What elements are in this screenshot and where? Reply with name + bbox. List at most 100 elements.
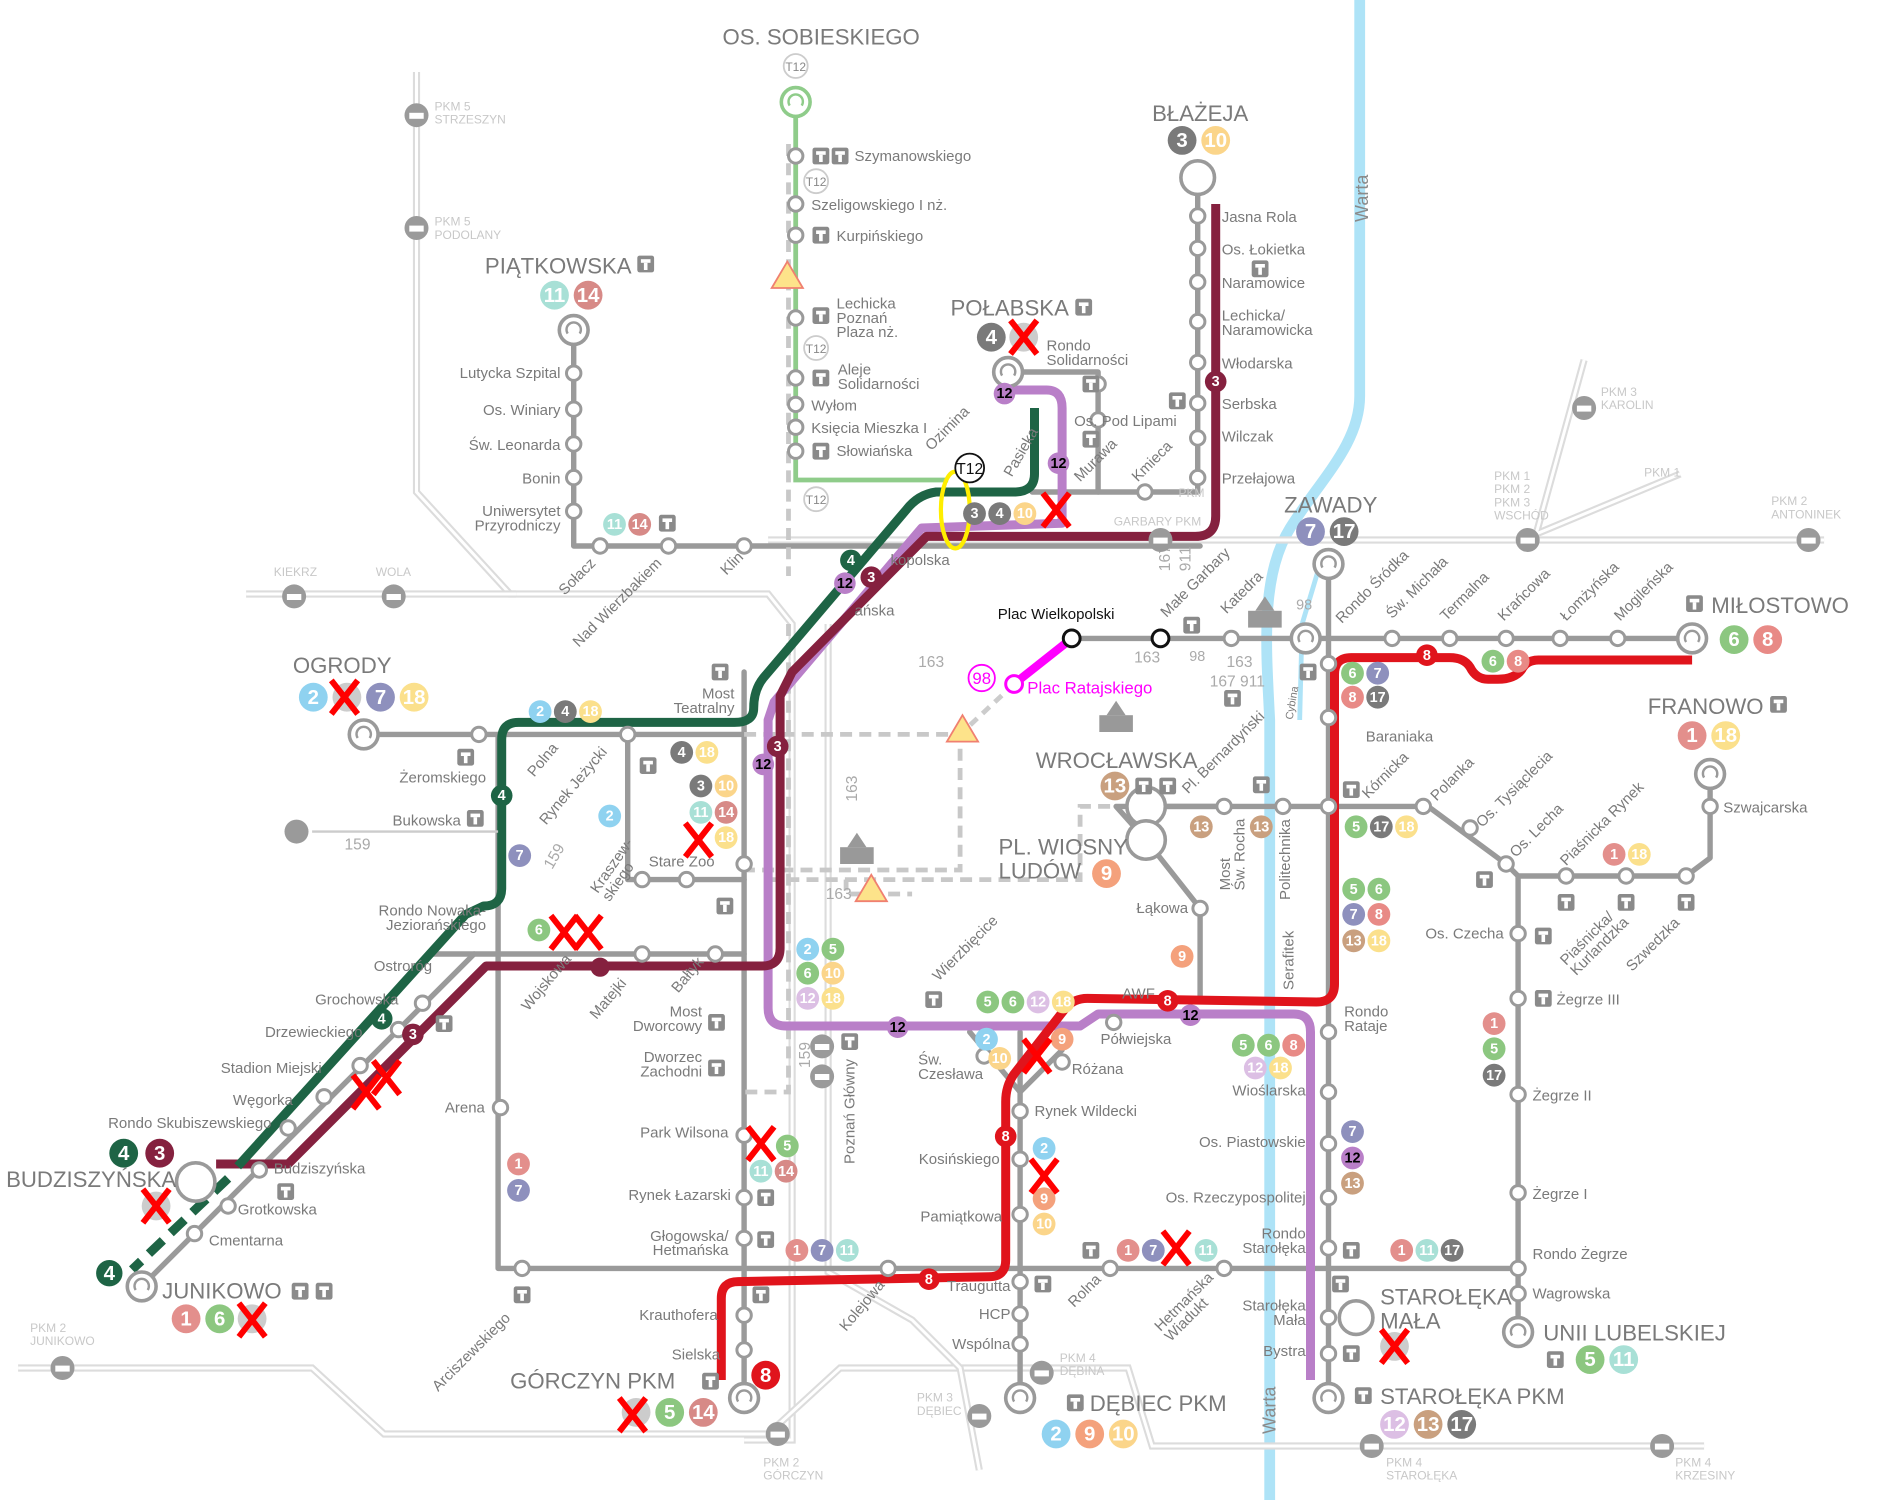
line-badge[interactable]: 14: [714, 801, 738, 824]
terminal-line-badge[interactable]: 12: [1380, 1410, 1409, 1439]
route-badge-line12[interactable]: 12: [886, 1016, 909, 1038]
line-badge[interactable]: 14: [628, 513, 652, 536]
line-badge[interactable]: 2: [598, 804, 622, 828]
route-badge-line3[interactable]: 3: [1204, 370, 1227, 393]
line-badge[interactable]: 8: [1506, 649, 1530, 673]
route-badge-line12[interactable]: 12: [993, 382, 1016, 405]
line-badge[interactable]: 17: [1366, 685, 1390, 709]
line-badge[interactable]: 9: [1032, 1187, 1056, 1211]
terminal-line-badge[interactable]: 3: [145, 1138, 175, 1168]
terminal-line-badge[interactable]: 10: [1201, 126, 1231, 155]
line-badge[interactable]: 13: [1341, 1171, 1364, 1195]
line-badge[interactable]: 11: [835, 1239, 859, 1262]
route-badge-line3[interactable]: 3: [860, 566, 883, 588]
line-badge[interactable]: 18: [695, 741, 719, 764]
line-badge[interactable]: 2: [528, 700, 552, 723]
terminal-line-badge[interactable]: 13: [1413, 1410, 1443, 1439]
line-badge[interactable]: 17: [1440, 1239, 1464, 1262]
line-badge[interactable]: 1: [1390, 1239, 1414, 1262]
terminal-line-badge[interactable]: 5: [655, 1398, 685, 1427]
terminal-line-badge[interactable]: 4: [109, 1138, 139, 1168]
line-badge[interactable]: 9: [1050, 1027, 1074, 1051]
terminal-line-badge[interactable]: 3: [1167, 126, 1197, 155]
line-badge[interactable]: 1: [507, 1152, 530, 1176]
line-badge[interactable]: 12: [1341, 1146, 1364, 1170]
line-badge[interactable]: 5: [775, 1134, 799, 1158]
route-badge-line8[interactable]: 8: [1156, 990, 1179, 1012]
terminal-line-badge[interactable]: 4: [976, 322, 1006, 352]
line-badge[interactable]: 10: [988, 1047, 1012, 1070]
terminal-line-badge[interactable]: 18: [399, 682, 429, 712]
terminal-line-badge[interactable]: 7: [366, 682, 395, 712]
terminal-line-badge[interactable]: 8: [751, 1360, 781, 1390]
terminal-line-badge[interactable]: 18: [1711, 721, 1741, 750]
terminal-line-badge[interactable]: 1: [1677, 721, 1707, 750]
route-badge-line8[interactable]: 8: [994, 1125, 1017, 1148]
line-badge[interactable]: 5: [1342, 877, 1366, 901]
line-badge[interactable]: 10: [1032, 1212, 1056, 1236]
line-badge[interactable]: 6: [796, 961, 820, 985]
line-badge[interactable]: 10: [714, 774, 738, 798]
route-badge-line4[interactable]: 4: [370, 1008, 393, 1030]
line-badge[interactable]: 6: [1257, 1033, 1280, 1057]
line-badge[interactable]: 5: [1344, 815, 1368, 839]
line-badge[interactable]: 6: [1001, 990, 1025, 1014]
terminal-line-badge[interactable]: 17: [1447, 1410, 1477, 1439]
line-badge[interactable]: 7: [508, 844, 532, 867]
line-badge[interactable]: 5: [976, 990, 1000, 1014]
line-badge[interactable]: 7: [1366, 661, 1390, 685]
line-badge[interactable]: 18: [1395, 815, 1418, 839]
line-badge[interactable]: 7: [1141, 1239, 1165, 1262]
line-badge[interactable]: 6: [1481, 649, 1505, 673]
line-badge[interactable]: 1: [1602, 843, 1626, 866]
route-badge-line12[interactable]: 12: [834, 572, 856, 594]
line-badge[interactable]: 1: [785, 1239, 809, 1262]
route-badge-line12[interactable]: 12: [752, 753, 775, 776]
line-badge[interactable]: 2: [796, 937, 820, 961]
line-badge[interactable]: 17: [1369, 815, 1393, 839]
line-badge[interactable]: 4: [553, 700, 577, 723]
route-badge-line8[interactable]: 8: [918, 1268, 940, 1290]
route-badge-line4[interactable]: 4: [96, 1260, 123, 1287]
line-badge[interactable]: 18: [1627, 843, 1651, 866]
line-badge[interactable]: 18: [579, 700, 602, 723]
line-badge[interactable]: 18: [821, 987, 845, 1010]
terminal-line-badge[interactable]: 5: [1575, 1345, 1605, 1374]
line-badge[interactable]: 3: [689, 774, 713, 798]
line-badge[interactable]: 13: [1189, 815, 1213, 839]
route-badge-line3[interactable]: 3: [766, 735, 789, 758]
line-badge[interactable]: 1: [1482, 1012, 1506, 1035]
terminal-line-badge[interactable]: 11: [1609, 1345, 1639, 1374]
route-badge-line12[interactable]: 12: [1047, 452, 1070, 474]
line-badge[interactable]: 12: [1243, 1056, 1267, 1080]
terminal-line-badge[interactable]: 14: [688, 1398, 718, 1427]
terminal-line-badge[interactable]: 11: [540, 280, 569, 310]
line-badge[interactable]: 2: [975, 1027, 998, 1051]
line-badge[interactable]: 8: [1367, 903, 1391, 926]
line-badge[interactable]: 11: [603, 513, 626, 536]
line-badge[interactable]: 18: [1051, 990, 1075, 1014]
line-badge[interactable]: 12: [796, 987, 820, 1010]
terminal-line-badge[interactable]: 2: [1041, 1419, 1071, 1449]
line-badge[interactable]: 7: [1341, 1120, 1364, 1143]
line-badge[interactable]: 7: [810, 1239, 834, 1262]
line-badge[interactable]: 1: [1116, 1239, 1140, 1262]
line-badge[interactable]: 18: [714, 826, 738, 849]
line-badge[interactable]: 13: [1342, 929, 1366, 953]
route-badge-line12[interactable]: 12: [1179, 1004, 1202, 1026]
line-badge[interactable]: 11: [1194, 1239, 1218, 1262]
line-badge[interactable]: 18: [1269, 1056, 1292, 1080]
terminal-line-badge[interactable]: 10: [1108, 1419, 1138, 1449]
route-badge-line8[interactable]: 8: [1416, 644, 1438, 666]
line-badge[interactable]: 5: [1482, 1037, 1506, 1061]
line-badge[interactable]: 2: [1032, 1137, 1056, 1160]
terminal-line-badge[interactable]: 14: [573, 280, 603, 310]
line-badge[interactable]: 4: [988, 502, 1012, 525]
line-badge[interactable]: 13: [1249, 815, 1273, 839]
line-badge[interactable]: 6: [1341, 661, 1364, 685]
line-badge[interactable]: 7: [507, 1179, 530, 1202]
terminal-line-badge[interactable]: 17: [1329, 517, 1359, 546]
line-badge[interactable]: 18: [1367, 929, 1391, 953]
route-badge-line4[interactable]: 4: [840, 549, 862, 572]
terminal-line-badge[interactable]: 6: [205, 1304, 235, 1334]
